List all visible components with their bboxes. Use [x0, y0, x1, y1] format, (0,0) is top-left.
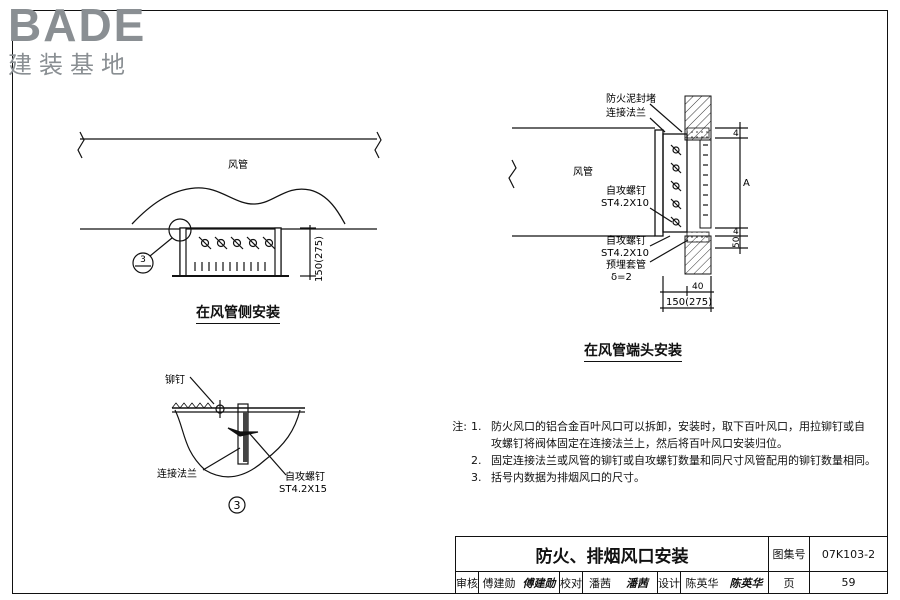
- note-2-line-1: 固定连接法兰或风管的铆钉或自攻螺钉数量和同尺寸风管配用的铆钉数量相同。: [491, 454, 876, 467]
- note-1-cont: 攻螺钉将阀体固定在连接法兰上，然后将百叶风口安装归位。: [437, 435, 797, 452]
- louver-blades: [194, 262, 266, 271]
- notes-block: 注: 1. 防火风口的铝合金百叶风口可以拆卸，安装时，取下百叶风口，用拉铆钉或自…: [437, 418, 876, 486]
- label-screw-b: 自攻螺钉: [606, 234, 646, 247]
- detail-number: 3: [234, 499, 241, 512]
- label-flange: 连接法兰: [606, 106, 646, 119]
- detail-flange: 连接法兰: [157, 467, 197, 480]
- design-label: 设计: [658, 576, 680, 590]
- review-label: 审核: [456, 576, 478, 590]
- detail-callout-circle: [168, 218, 192, 242]
- note-1-line-2: 攻螺钉将阀体固定在连接法兰上，然后将百叶风口安装归位。: [491, 437, 788, 450]
- detail-screw: 自攻螺钉: [285, 470, 325, 483]
- note-1-num: 1.: [471, 420, 482, 433]
- side-detail-ref: 3: [140, 255, 146, 265]
- side-dim-label: 150(275): [314, 236, 325, 282]
- page-label: 页: [783, 576, 795, 590]
- detail-ref-circle: [132, 252, 154, 274]
- checker-name: 潘茜: [589, 576, 611, 590]
- label-sleeve: 预埋套管: [606, 258, 646, 271]
- note-3-line-1: 括号内数据为排烟风口的尺寸。: [491, 471, 645, 484]
- checker-signature: 潘茜: [626, 576, 648, 590]
- bade-logo: BADE 建装基地: [8, 2, 146, 78]
- dim-b: A: [743, 178, 750, 189]
- side-install-drawing: [77, 131, 382, 280]
- end-duct-label: 风管: [573, 165, 593, 178]
- reviewer-name: 傅建勋: [482, 576, 516, 590]
- designer-name: 陈英华: [685, 576, 719, 590]
- dim-f: 150(275): [666, 297, 712, 308]
- dim-a: 4: [733, 129, 739, 139]
- title-block: 防火、排烟风口安装 图集号 07K103-2 审核 傅建勋 傅建勋 校对 潘茜 …: [455, 536, 887, 593]
- designer-signature: 陈英华: [729, 576, 763, 590]
- dim-e: 40: [692, 282, 704, 292]
- atlas-label: 图集号: [772, 548, 806, 561]
- detail-3-drawing: [171, 376, 305, 514]
- end-install-caption: 在风管端头安装: [584, 340, 682, 362]
- label-screw-b-spec: ST4.2X10: [601, 248, 649, 259]
- detail-rivet: 铆钉: [165, 373, 185, 386]
- dim-d: 50: [732, 236, 742, 248]
- note-2-num: 2.: [471, 454, 482, 467]
- logo-brand: BADE: [8, 0, 147, 51]
- atlas-number: 07K103-2: [821, 547, 876, 561]
- label-delta: δ=2: [611, 272, 632, 283]
- dim-c: 4: [733, 227, 739, 237]
- drawing-frame: [12, 10, 888, 594]
- note-3-num: 3.: [471, 471, 482, 484]
- page-number: 59: [841, 576, 856, 589]
- side-install-caption: 在风管侧安装: [196, 302, 280, 324]
- notes-prefix: 注:: [452, 420, 467, 433]
- screw-row: [198, 236, 276, 250]
- drawing-title: 防火、排烟风口安装: [456, 537, 769, 572]
- note-1-line-1: 防火风口的铝合金百叶风口可以拆卸，安装时，取下百叶风口，用拉铆钉或自: [491, 420, 865, 433]
- check-label: 校对: [560, 576, 582, 590]
- label-screw-a-spec: ST4.2X10: [601, 198, 649, 209]
- note-2: 2. 固定连接法兰或风管的铆钉或自攻螺钉数量和同尺寸风管配用的铆钉数量相同。: [437, 452, 876, 469]
- note-1: 注: 1. 防火风口的铝合金百叶风口可以拆卸，安装时，取下百叶风口，用拉铆钉或自: [437, 418, 865, 435]
- end-install-drawing: [508, 95, 748, 312]
- side-duct-label: 风管: [228, 158, 248, 171]
- logo-tagline: 建装基地: [8, 51, 132, 79]
- label-screw-a: 自攻螺钉: [606, 184, 646, 197]
- reviewer-signature: 傅建勋: [522, 576, 556, 590]
- detail-screw-spec: ST4.2X15: [279, 484, 327, 495]
- note-3: 3. 括号内数据为排烟风口的尺寸。: [437, 469, 797, 486]
- end-screws: [670, 144, 682, 228]
- label-fire-mud: 防火泥封堵: [606, 92, 656, 105]
